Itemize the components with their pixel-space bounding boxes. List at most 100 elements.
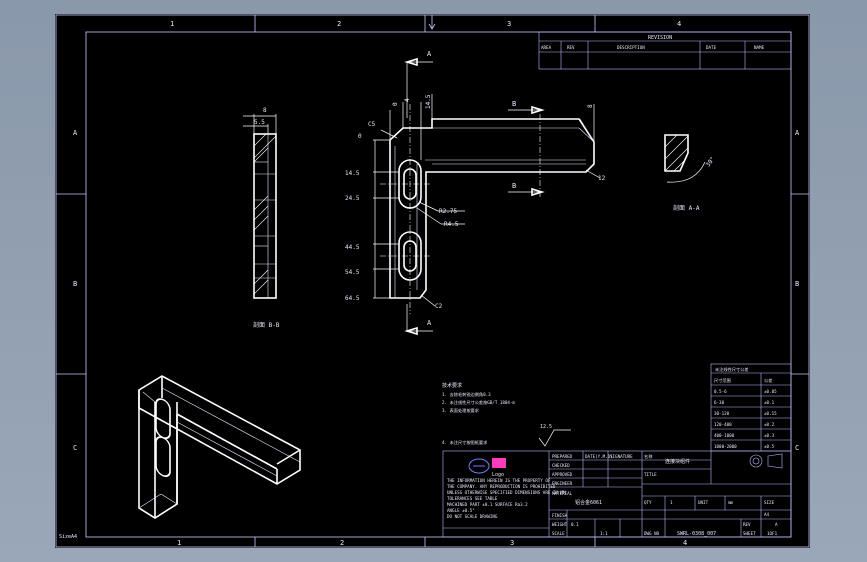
front-view[interactable]: A A B B 0 4 14.5 8 C5 0 <box>345 50 606 336</box>
material-value: 铝合金6061 <box>575 499 602 506</box>
role-approved: APPROVED <box>552 472 573 477</box>
technical-notes: 技术要求 1. 去除毛刺锐边倒角0.3 2. 未注线性尺寸公差按GB/T 180… <box>442 382 571 447</box>
tol-header-value: 公差 <box>764 377 772 383</box>
dim-right-8: 8 <box>587 104 594 108</box>
zone-col-4-bottom: 4 <box>683 539 687 547</box>
tol-row-6-range: 1000-2000 <box>714 444 737 449</box>
label-dwg-no: DWG NO <box>644 531 660 536</box>
dim-r2-75: R2.75 <box>439 208 457 215</box>
company-line-1: THE INFORMATION HEREIN IS THE PROPERTY O… <box>447 478 551 483</box>
company-line-5: MACHINED PART ±0.1 SURFACE Ra3.2 <box>447 502 528 507</box>
dim-v-54-5: 54.5 <box>345 269 360 276</box>
dim-v-0: 0 <box>358 133 362 140</box>
zone-row-b-left: B <box>73 280 77 288</box>
dim-v-44-5: 44.5 <box>345 244 360 251</box>
zone-ticks <box>56 15 809 547</box>
section-b-b-view[interactable]: 8 5.5 剖面 B-B <box>243 107 280 329</box>
notes-line-2: 2. 未注线性尺寸公差按GB/T 1804-m <box>442 399 515 406</box>
role-prepared: PREPARED <box>552 454 573 459</box>
label-scale: SCALE <box>552 531 565 536</box>
tol-row-3-value: ±0.15 <box>764 411 777 416</box>
zone-row-a-left: A <box>73 129 78 137</box>
dim-angle-30: 30° <box>705 155 717 168</box>
tol-row-2-value: ±0.1 <box>764 400 775 405</box>
label-signature: SIGNATURE <box>610 454 633 459</box>
tol-row-2-range: 6-30 <box>714 400 725 405</box>
label-date: DATE(Y.M.D) <box>585 454 613 459</box>
section-a-a-view[interactable]: 30° 剖面 A-A <box>664 134 717 212</box>
zone-col-1-bottom: 1 <box>177 539 181 547</box>
unit-value: mm <box>728 500 734 505</box>
revision-table: REVISION AREA REV DESCRIPTION DATE NAME <box>538 31 792 70</box>
rev-header-name: NAME <box>754 45 765 50</box>
section-b-b-label: 剖面 B-B <box>253 321 280 329</box>
zone-row-c-left: C <box>73 444 77 452</box>
label-rev: REV <box>743 522 751 527</box>
dim-top-4: 4 <box>404 98 411 102</box>
dim-v-64-5: 64.5 <box>345 295 360 302</box>
company-logo: Logo <box>468 458 506 478</box>
tol-row-5-range: 400-1000 <box>714 433 735 438</box>
tol-header-range: 尺寸范围 <box>714 377 731 384</box>
cut-a-bottom-label: A <box>427 319 432 327</box>
sheet-size-label: SizeA4 <box>59 534 77 540</box>
zone-col-3-top: 3 <box>507 20 511 28</box>
size-value: A4 <box>764 512 770 517</box>
tol-row-4-range: 120-400 <box>714 422 732 427</box>
label-name: 名称 <box>644 453 652 460</box>
title-block: Logo THE INFORMATION HEREIN IS THE PROPE… <box>442 450 792 538</box>
tol-row-1-value: ±0.05 <box>764 389 777 394</box>
company-line-4: TOLERANCES SEE TABLE <box>447 496 498 501</box>
zone-col-2-top: 2 <box>337 20 341 28</box>
label-weight: WEIGHT <box>552 522 568 527</box>
notes-footer: 4. 未注尺寸按图纸要求 <box>442 439 488 446</box>
cut-b-bottom-label: B <box>512 182 516 190</box>
dim-v-24-5: 24.5 <box>345 195 360 202</box>
dim-v-14-5: 14.5 <box>345 170 360 177</box>
dwg-no-value: SWRL-0308_007 <box>677 531 716 537</box>
label-sheet: SHEET <box>743 531 756 536</box>
label-qty: QTY <box>644 500 652 505</box>
company-line-7: DO NOT SCALE DRAWING <box>447 514 498 519</box>
drawing-canvas[interactable]: 1 2 3 4 1 2 3 4 A B C A B C SizeA4 REVIS… <box>55 14 810 548</box>
tolerance-title: 未注线性尺寸公差 <box>715 366 749 373</box>
zone-row-c-right: C <box>795 444 799 452</box>
dim-top-14-5: 14.5 <box>425 94 432 109</box>
scale-value: 1:1 <box>600 531 608 536</box>
tol-row-1-range: 0.5-6 <box>714 389 727 394</box>
sheet-inner-frame <box>85 31 792 538</box>
name-value: 连接块组件 <box>665 458 690 465</box>
role-checked: CHECKED <box>552 463 570 468</box>
section-a-a-label: 剖面 A-A <box>673 204 700 212</box>
cut-a-top-label: A <box>427 50 432 58</box>
dim-chamfer-c2: C2 <box>435 303 443 310</box>
rev-header-area: AREA <box>541 45 552 50</box>
label-title: TITLE <box>644 472 657 477</box>
revision-title: REVISION <box>648 35 672 41</box>
zone-col-2-bottom: 2 <box>340 539 344 547</box>
rev-header-description: DESCRIPTION <box>617 45 645 50</box>
tolerance-table: 未注线性尺寸公差 尺寸范围 公差 0.5-6 ±0.05 6-30 ±0.1 3… <box>710 363 792 452</box>
tol-row-5-value: ±0.3 <box>764 433 775 438</box>
drawing-sheet: 1 2 3 4 1 2 3 4 A B C A B C SizeA4 REVIS… <box>55 14 810 548</box>
zone-col-3-bottom: 3 <box>510 539 514 547</box>
isometric-view[interactable] <box>138 375 301 519</box>
zone-col-4-top: 4 <box>677 20 681 28</box>
label-finish: FINISH <box>552 513 568 518</box>
dim-chamfer-c5: C5 <box>368 121 376 128</box>
projection-symbol-icon <box>749 453 783 469</box>
cut-b-top-label: B <box>512 100 516 108</box>
tol-row-6-value: ±0.5 <box>764 444 775 449</box>
zone-row-b-right: B <box>795 280 799 288</box>
zone-row-a-right: A <box>795 129 800 137</box>
rev-value: A <box>775 522 778 527</box>
tol-row-3-range: 30-120 <box>714 411 730 416</box>
company-line-2: THE COMPANY. ANY REPRODUCTION IS PROHIBI… <box>447 484 556 489</box>
rev-header-rev: REV <box>567 45 575 50</box>
zone-col-1-top: 1 <box>170 20 174 28</box>
logo-text: Logo <box>492 472 504 478</box>
notes-line-1: 1. 去除毛刺锐边倒角0.3 <box>442 391 491 398</box>
company-line-6: ANGLE ±0.5° <box>447 508 475 513</box>
dim-r4-5: R4.5 <box>444 221 459 228</box>
